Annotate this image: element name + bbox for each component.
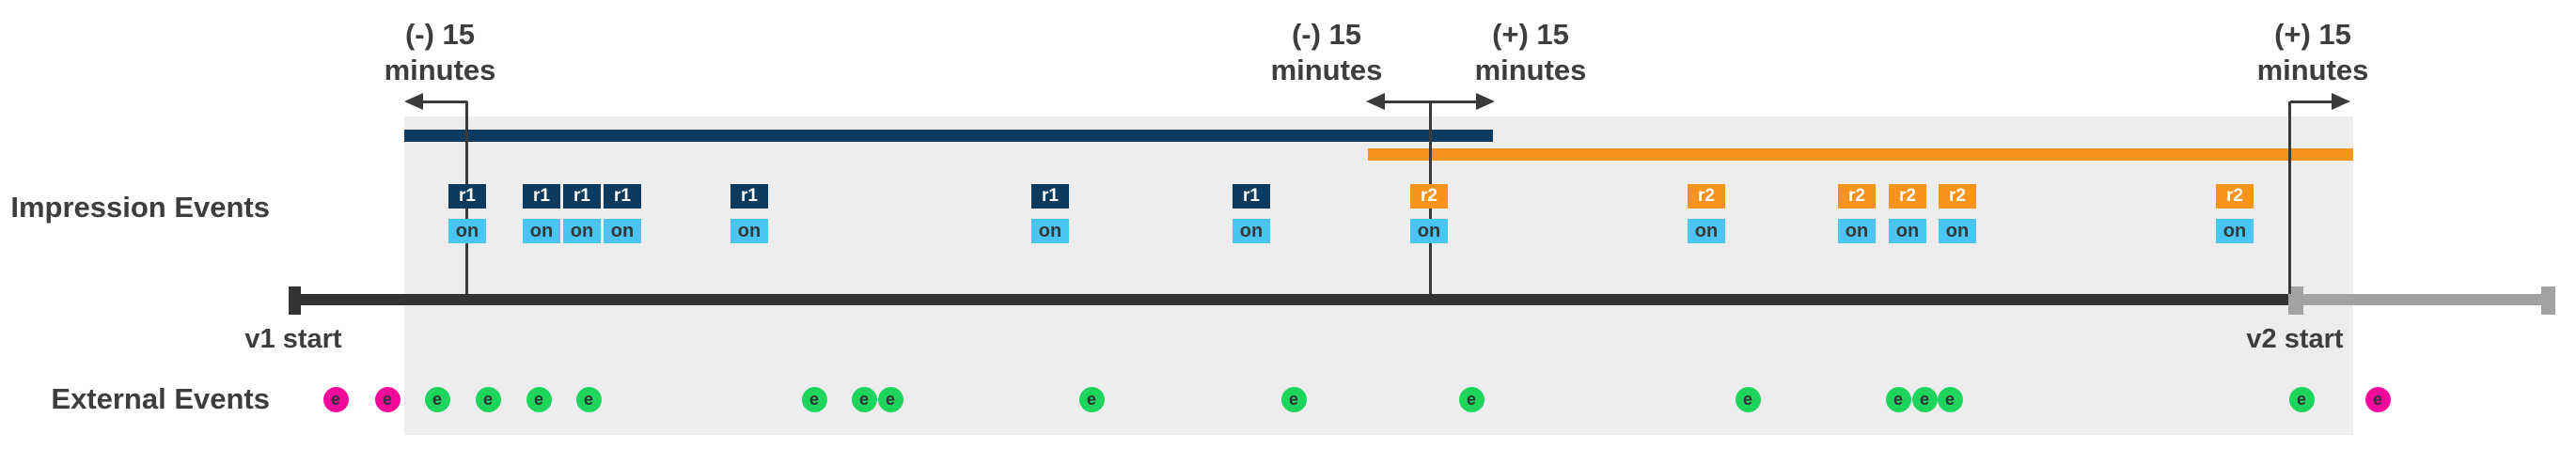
r2-badge: r2 [1410, 184, 1448, 209]
on-badge: on [604, 219, 641, 243]
on-badge: on [2216, 219, 2254, 243]
external-event-green: e [877, 387, 903, 412]
on-badge: on [1410, 219, 1448, 243]
external-event-green: e [801, 387, 827, 412]
external-event-green: e [1735, 387, 1761, 412]
impression-event-r2: r2 on [1889, 184, 1926, 243]
minus15-v2-label: (-) 15 minutes [1223, 17, 1430, 88]
offset-label-line2: minutes [2256, 54, 2369, 86]
on-badge: on [1838, 219, 1876, 243]
on-badge: on [1688, 219, 1725, 243]
arrow-left-icon [404, 93, 423, 110]
r1-badge: r1 [1233, 184, 1270, 209]
impression-event-r1: r1 on [1233, 184, 1270, 243]
external-event-green: e [1280, 387, 1307, 412]
external-event-green: e [526, 387, 552, 412]
minus15-v1-label: (-) 15 minutes [337, 17, 543, 88]
impression-event-r2: r2 on [1939, 184, 1976, 243]
v2-start-label: v2 start [2246, 324, 2344, 354]
r2-badge: r2 [1889, 184, 1926, 209]
external-event-green: e [851, 387, 877, 412]
external-event-green: e [1911, 387, 1938, 412]
plus15-right-label: (+) 15 minutes [2209, 17, 2416, 88]
impression-event-r1: r1 on [448, 184, 486, 243]
external-event-green: e [424, 387, 450, 412]
impression-event-r2: r2 on [1688, 184, 1725, 243]
observation-window-panel [404, 116, 2353, 435]
v2-start-tick [2288, 286, 2303, 315]
external-event-magenta: e [2364, 387, 2391, 412]
r2-badge: r2 [1688, 184, 1725, 209]
v1-timeline-bar [289, 294, 2289, 305]
r1-badge: r1 [730, 184, 768, 209]
on-badge: on [1889, 219, 1926, 243]
r2-badge: r2 [1838, 184, 1876, 209]
external-event-magenta: e [322, 387, 349, 412]
on-badge: on [1031, 219, 1069, 243]
v1-start-tick [289, 286, 301, 315]
r2-active-span-bar [1368, 148, 2353, 161]
impression-event-r1: r1 on [563, 184, 601, 243]
impression-event-r1: r1 on [523, 184, 560, 243]
marker-line [2288, 101, 2291, 294]
arrow-left-icon [1366, 93, 1385, 110]
external-event-green: e [1885, 387, 1911, 412]
r2-badge: r2 [2216, 184, 2254, 209]
external-event-magenta: e [374, 387, 401, 412]
impression-event-r1: r1 on [604, 184, 641, 243]
impression-event-r2: r2 on [1838, 184, 1876, 243]
on-badge: on [1233, 219, 1270, 243]
plus15-v2-label: (+) 15 minutes [1427, 17, 1634, 88]
r1-badge: r1 [1031, 184, 1069, 209]
r1-active-span-bar [404, 130, 1493, 142]
impression-event-r1: r1 on [730, 184, 768, 243]
impression-events-row-label: Impression Events [10, 191, 270, 224]
external-event-green: e [475, 387, 501, 412]
arrow-right-icon [1476, 93, 1495, 110]
r1-badge: r1 [563, 184, 601, 209]
external-event-green: e [1458, 387, 1484, 412]
impression-event-r1: r1 on [1031, 184, 1069, 243]
offset-label-line2: minutes [384, 54, 496, 86]
external-events-row-label: External Events [51, 382, 270, 415]
on-badge: on [1939, 219, 1976, 243]
r1-badge: r1 [523, 184, 560, 209]
r2-badge: r2 [1939, 184, 1976, 209]
offset-label-line1: (-) 15 [1291, 18, 1362, 51]
impression-event-r2: r2 on [1410, 184, 1448, 243]
external-event-green: e [2288, 387, 2315, 412]
r1-badge: r1 [604, 184, 641, 209]
external-event-green: e [1937, 387, 1963, 412]
offset-label-line1: (-) 15 [404, 18, 476, 51]
v2-timeline-bar [2289, 294, 2550, 305]
offset-label-line1: (+) 15 [1492, 18, 1569, 51]
on-badge: on [563, 219, 601, 243]
on-badge: on [448, 219, 486, 243]
external-event-green: e [575, 387, 602, 412]
v1-start-label: v1 start [244, 324, 342, 354]
offset-label-line2: minutes [1474, 54, 1587, 86]
v2-end-cap [2541, 286, 2555, 315]
arrow-right-icon [2332, 93, 2350, 110]
offset-label-line2: minutes [1270, 54, 1383, 86]
arrow-shaft [421, 101, 467, 103]
r1-badge: r1 [448, 184, 486, 209]
offset-label-line1: (+) 15 [2274, 18, 2351, 51]
impression-event-r2: r2 on [2216, 184, 2254, 243]
arrow-shaft [2290, 101, 2333, 103]
on-badge: on [730, 219, 768, 243]
external-event-green: e [1078, 387, 1105, 412]
on-badge: on [523, 219, 560, 243]
